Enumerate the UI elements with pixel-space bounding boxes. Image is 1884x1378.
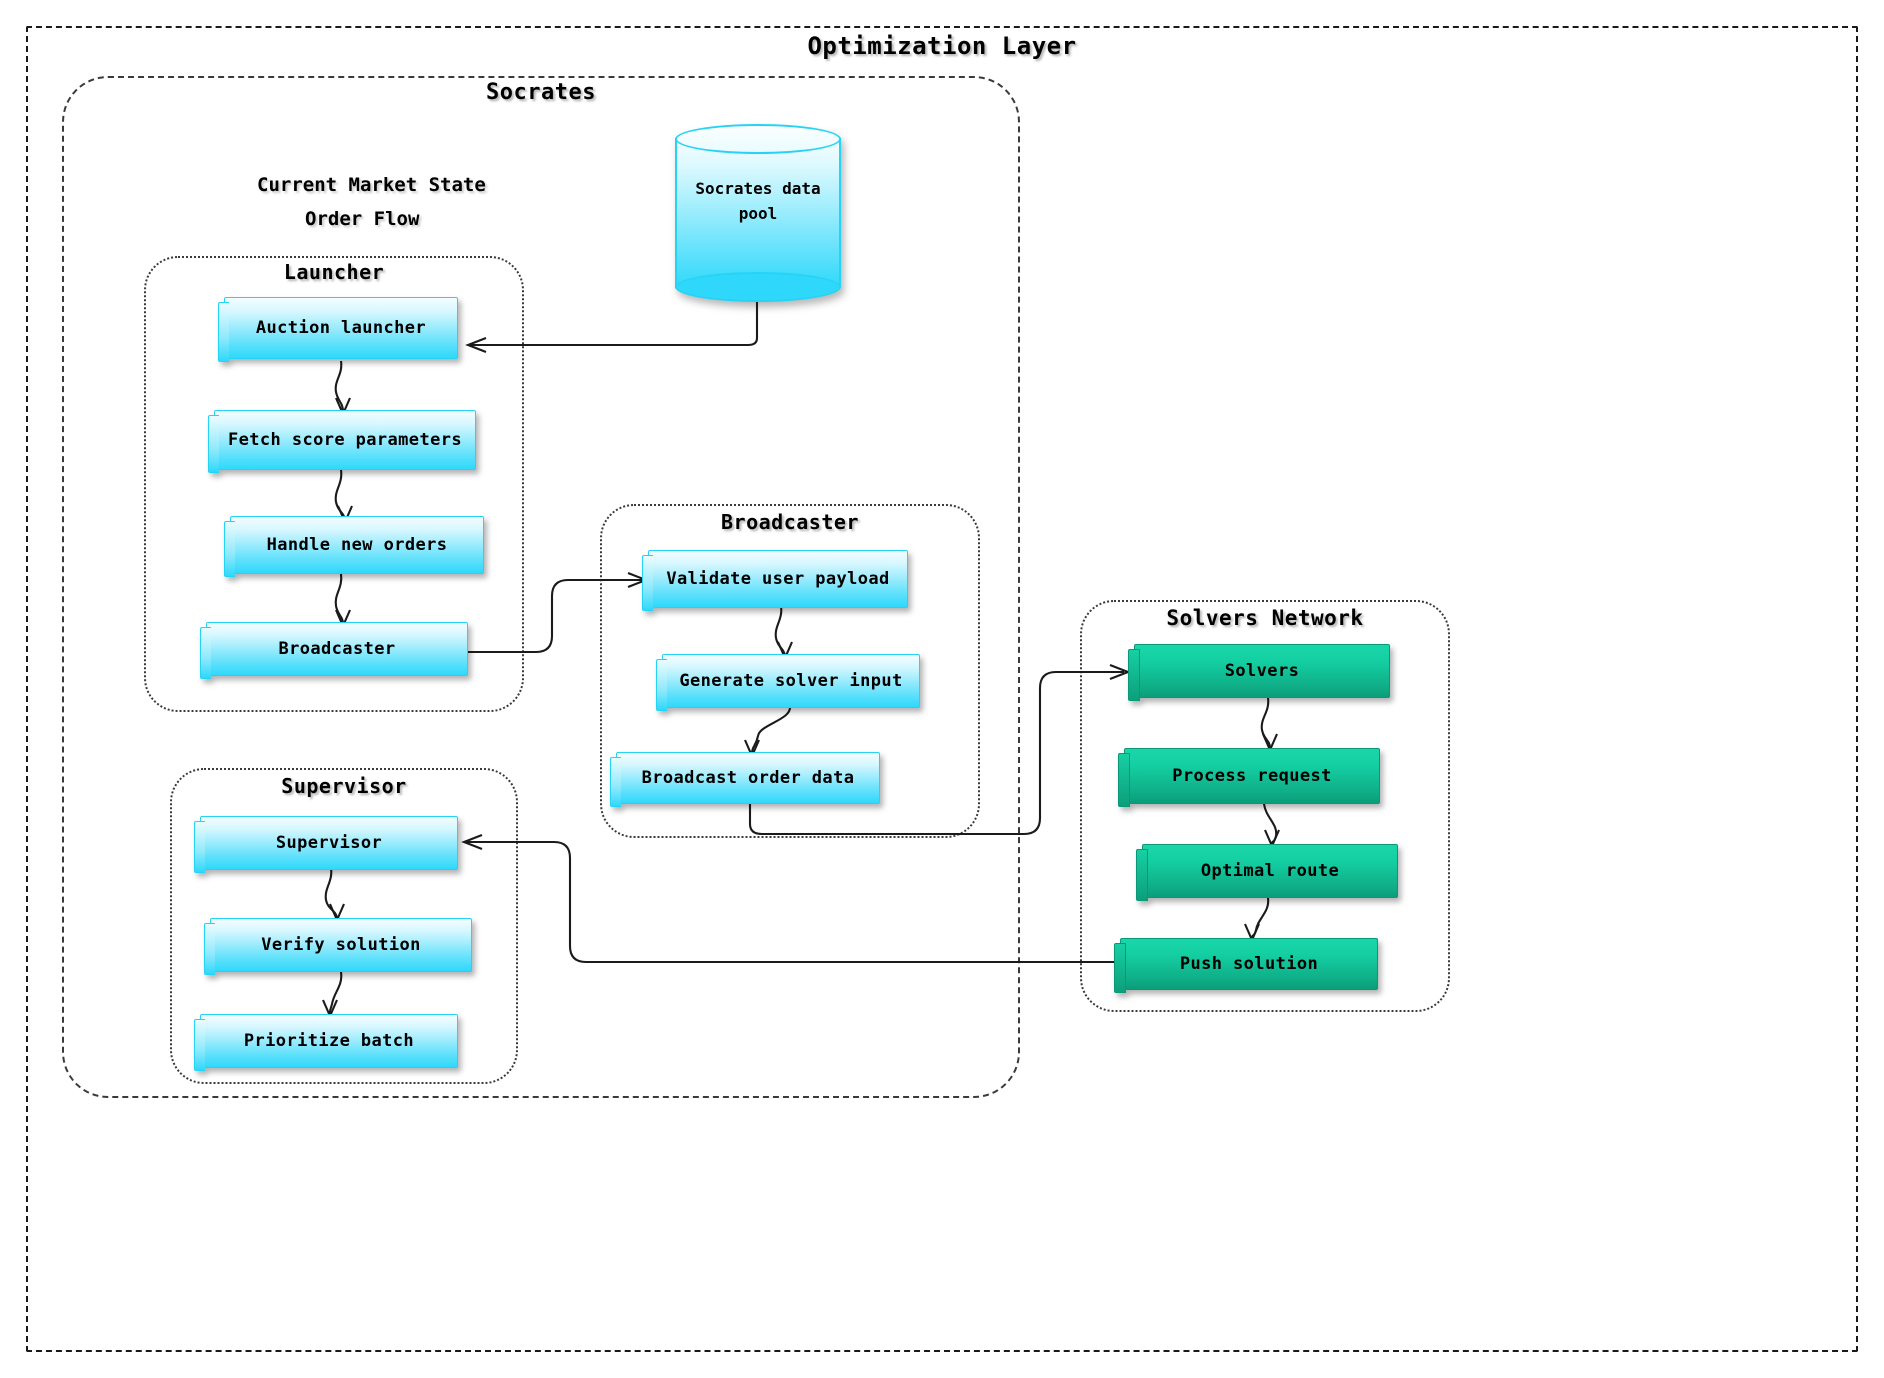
node-solvers[interactable]: Solvers: [1128, 644, 1390, 701]
group-socrates: [62, 76, 1020, 1098]
node-fetch-score-parameters[interactable]: Fetch score parameters: [208, 410, 476, 473]
datastore-label: Socrates data pool: [675, 178, 841, 228]
cylinder-body: [675, 138, 841, 288]
group-title-supervisor: Supervisor: [281, 774, 407, 798]
annotation-order-flow: Order Flow: [305, 208, 420, 230]
group-optimization-layer: [26, 26, 1858, 1352]
node-validate-user-payload[interactable]: Validate user payload: [642, 550, 908, 611]
datastore-label-line2: pool: [738, 204, 778, 224]
node-auction-launcher[interactable]: Auction launcher: [218, 297, 458, 362]
cylinder-top-ellipse: [675, 124, 841, 154]
node-optimal-route[interactable]: Optimal route: [1136, 844, 1398, 901]
group-title-broadcaster: Broadcaster: [721, 510, 859, 534]
node-handle-new-orders[interactable]: Handle new orders: [224, 516, 484, 577]
datastore-label-line1: Socrates data: [695, 179, 821, 199]
node-supervisor[interactable]: Supervisor: [194, 816, 458, 873]
annotation-current-market-state: Current Market State: [257, 174, 486, 196]
node-broadcast-order-data[interactable]: Broadcast order data: [610, 752, 880, 807]
node-verify-solution[interactable]: Verify solution: [204, 918, 472, 975]
node-broadcaster[interactable]: Broadcaster: [200, 622, 468, 679]
node-prioritize-batch[interactable]: Prioritize batch: [194, 1014, 458, 1071]
node-generate-solver-input[interactable]: Generate solver input: [656, 654, 920, 711]
group-title-optimization-layer: Optimization Layer: [807, 32, 1077, 60]
node-process-request[interactable]: Process request: [1118, 748, 1380, 807]
group-launcher: [144, 256, 524, 712]
group-title-launcher: Launcher: [283, 260, 385, 284]
datastore-socrates-data-pool: Socrates data pool: [675, 124, 841, 302]
cylinder-bottom-ellipse: [675, 272, 841, 302]
group-title-solvers-network: Solvers Network: [1166, 606, 1364, 630]
group-title-socrates: Socrates: [486, 80, 596, 105]
node-push-solution[interactable]: Push solution: [1114, 938, 1378, 993]
